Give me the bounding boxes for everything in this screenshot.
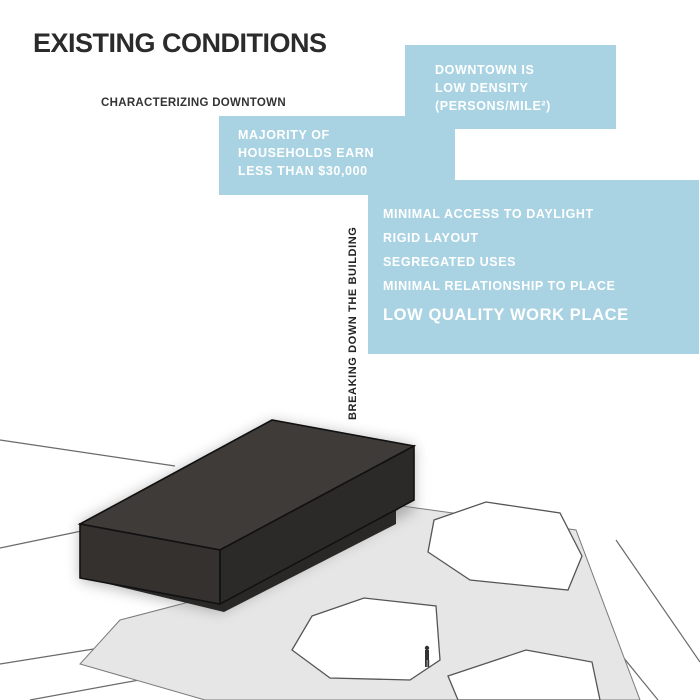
building-side-face [219,444,415,606]
person-figure-icon [424,645,430,667]
issue-emphasis: LOW QUALITY WORK PLACE [383,306,629,324]
open-space-lot [291,597,441,681]
section-side-label: BREAKING DOWN THE BUILDING [347,226,359,420]
callout-line: MAJORITY OF [238,128,330,142]
open-space-lot [427,501,583,591]
issue-item: MINIMAL ACCESS TO DAYLIGHT [383,207,594,221]
callout-line: LOW DENSITY [435,81,529,95]
issue-item: RIGID LAYOUT [383,231,479,245]
building-mass [77,419,417,612]
issue-item: SEGREGATED USES [383,255,517,269]
issue-item: MINIMAL RELATIONSHIP TO PLACE [383,279,616,293]
callout-line: HOUSEHOLDS EARN [238,146,375,160]
density-callout: DOWNTOWN IS LOW DENSITY (PERSONS/MILE²) [405,45,616,129]
issues-callout: MINIMAL ACCESS TO DAYLIGHT RIGID LAYOUT … [368,180,699,354]
page-title: EXISTING CONDITIONS [33,28,327,58]
callout-line: DOWNTOWN IS [435,63,535,77]
callout-line: (PERSONS/MILE²) [435,99,551,113]
page-subtitle: CHARACTERIZING DOWNTOWN [101,97,286,109]
open-space-lot [447,649,601,700]
callout-line: LESS THAN $30,000 [238,164,368,178]
